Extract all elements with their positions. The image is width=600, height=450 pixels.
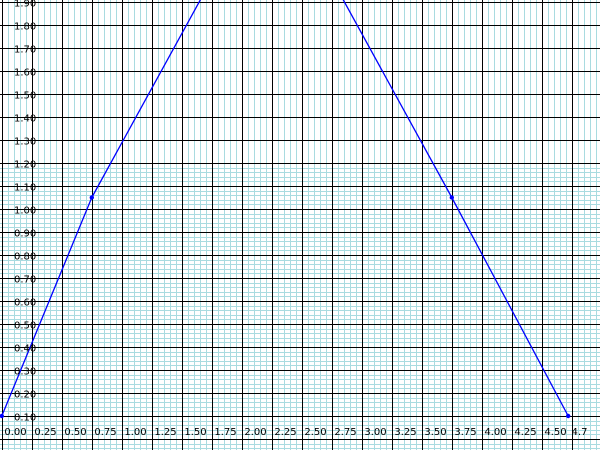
x-tick-label: 2.75 [334,427,356,438]
data-point [449,195,454,200]
y-tick-label: 0.30 [14,367,36,378]
y-tick-label: 1.50 [14,91,36,102]
y-tick-label: 0.70 [14,275,36,286]
x-tick-label: 0.25 [34,427,56,438]
data-point [566,413,571,419]
x-axis-tick-labels: 0.00 0.25 0.50 0.75 1.00 1.25 1.50 1.75 2.00 2.25… [4,427,587,438]
x-tick-label: 4.25 [514,427,536,438]
y-tick-label: 1.30 [14,137,36,148]
y-tick-label: 1.00 [14,206,36,217]
x-tick-label: 3.50 [424,427,446,438]
data-point [0,413,4,419]
y-tick-label: 1.60 [14,68,36,79]
x-tick-label: 2.50 [304,427,326,438]
y-tick-label: 1.80 [14,22,36,33]
y-tick-label: 0.60 [14,298,36,309]
x-tick-label: 1.75 [214,427,236,438]
y-tick-label: 0.10 [14,413,36,424]
x-tick-label: 4.7 [572,427,588,438]
x-tick-label: 1.00 [124,427,146,438]
y-tick-label: 1.10 [14,183,36,194]
y-tick-label: 0.50 [14,321,36,332]
y-tick-label: 0.40 [14,344,36,355]
x-tick-label: 2.25 [274,427,296,438]
x-tick-label: 4.50 [544,427,566,438]
x-tick-label: 0.00 [4,427,26,438]
x-tick-label: 1.50 [184,427,206,438]
y-tick-label: 0.90 [14,229,36,240]
series-line [1,0,569,417]
x-tick-label: 2.00 [244,427,266,438]
data-point [89,195,95,200]
x-tick-label: 0.50 [64,427,86,438]
y-axis-tick-labels: 0.10 0.20 0.30 0.40 0.50 0.60 0.70 0.80 0.90 1.00… [14,0,36,424]
y-tick-label: 0.20 [14,390,36,401]
y-tick-label: 1.40 [14,114,36,125]
y-tick-label: 1.90 [14,0,36,10]
x-tick-label: 3.75 [454,427,476,438]
y-tick-label: 1.70 [14,45,36,56]
x-tick-label: 0.75 [94,427,116,438]
series-group [0,0,571,419]
x-tick-label: 3.00 [364,427,386,438]
y-tick-label: 1.20 [14,160,36,171]
x-tick-label: 1.25 [154,427,176,438]
x-tick-label: 4.00 [484,427,506,438]
x-tick-label: 3.25 [394,427,416,438]
y-tick-label: 0.80 [14,252,36,263]
